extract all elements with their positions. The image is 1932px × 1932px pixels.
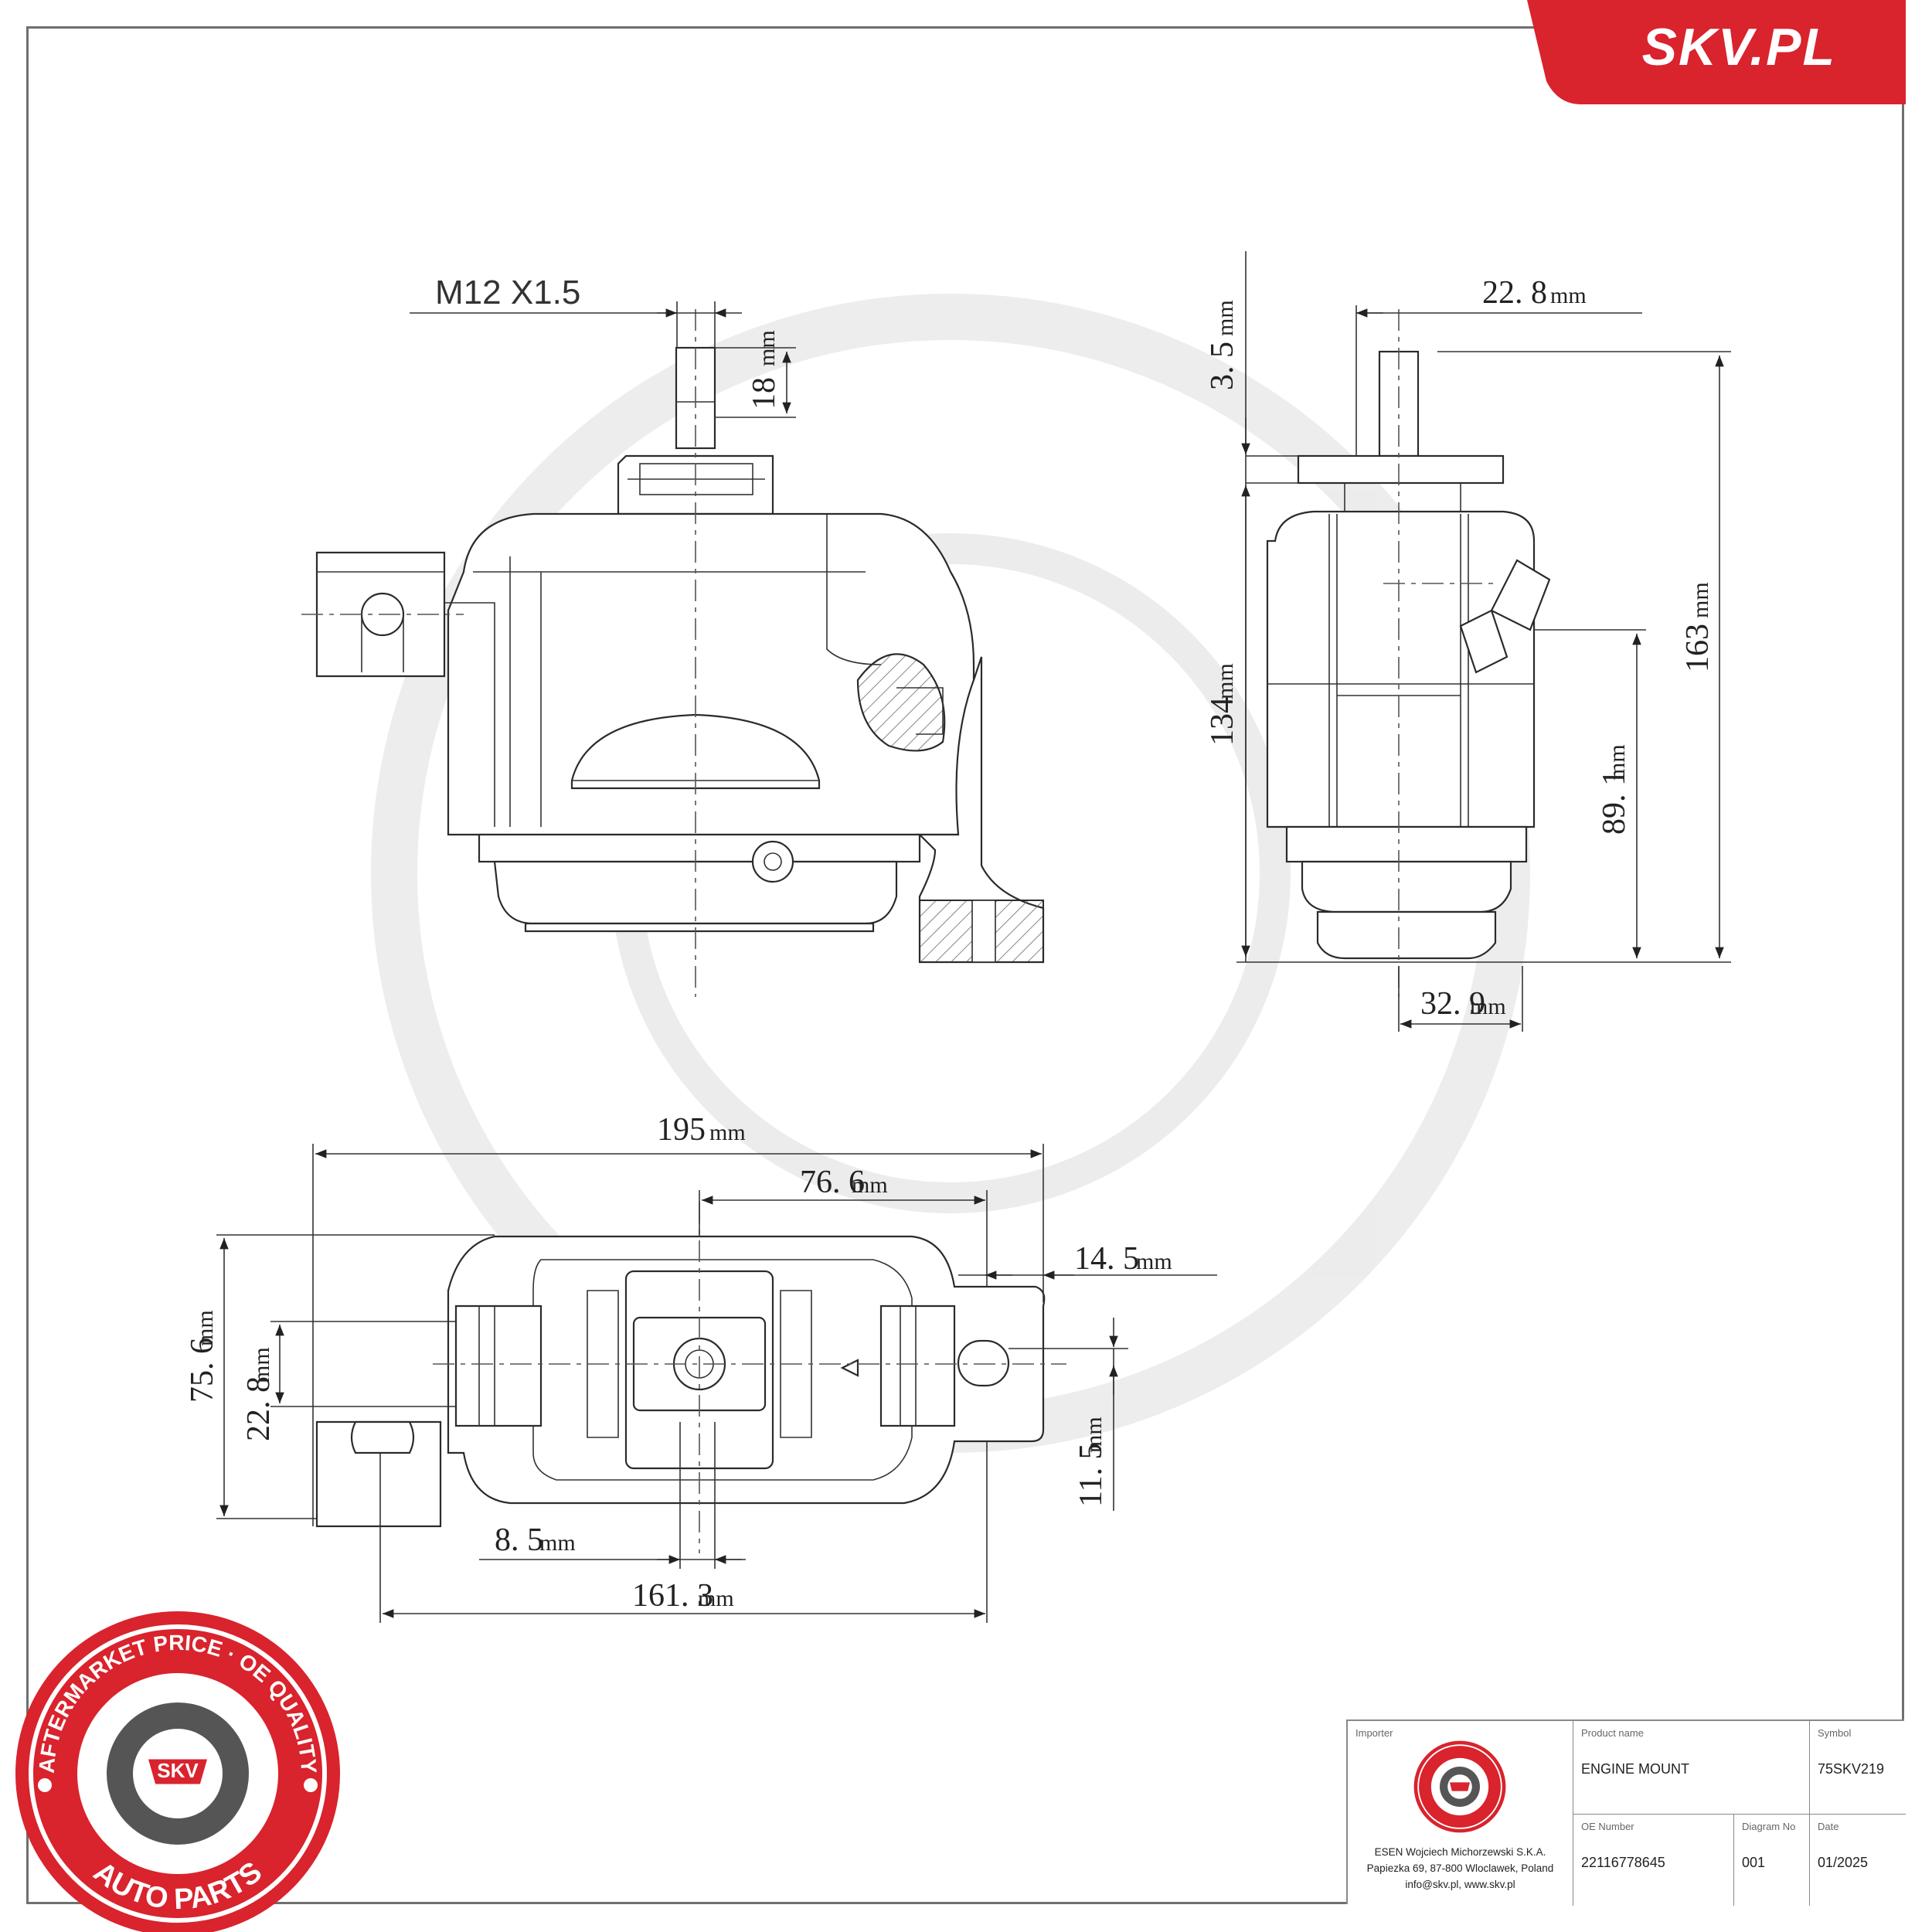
dim-76-6-unit: mm [852, 1172, 888, 1198]
title-block: Importer ESEN Wojciech Michorzewski S.K.… [1346, 1719, 1906, 1906]
dim-163-unit: mm [1688, 582, 1713, 618]
dim-11-5-value: 11. 5 [1073, 1444, 1109, 1507]
diagram-cell: Diagram No 001 [1733, 1814, 1809, 1906]
side-view [1266, 309, 1551, 997]
dim-22-8-top-unit: mm [1550, 283, 1587, 308]
product-label: Product name [1581, 1727, 1644, 1739]
dim-22-8-side-value: 22. 8 [241, 1376, 277, 1441]
dim-8-5-unit: mm [539, 1530, 576, 1556]
importer-contact: info@skv.pl, www.skv.pl [1405, 1879, 1515, 1890]
dim-161-3-value: 161. 3 [632, 1578, 713, 1614]
side-dimensions: 22. 8 mm 3. 5 mm 134 mm 163 mm 89. 1 mm … [1205, 251, 1731, 1032]
symbol-value: 75SKV219 [1818, 1761, 1885, 1777]
brand-corner: SKV.PL [1527, 0, 1906, 104]
dim-75-6-value: 75. 6 [185, 1338, 220, 1403]
dim-89-1-unit: mm [1604, 744, 1630, 781]
diagram-value: 001 [1742, 1855, 1766, 1870]
top-dimensions: 195 mm 76. 6 mm 14. 5 mm 75. 6 mm 22. 8 … [185, 1112, 1217, 1623]
date-cell: Date 01/2025 [1809, 1814, 1906, 1906]
dim-8-5-value: 8. 5 [495, 1522, 543, 1558]
importer-cell: Importer ESEN Wojciech Michorzewski S.K.… [1348, 1721, 1573, 1906]
dim-161-3-unit: mm [698, 1586, 734, 1611]
oe-value: 22116778645 [1581, 1855, 1665, 1870]
oe-label: OE Number [1581, 1821, 1634, 1832]
dim-134-value: 134 [1205, 697, 1240, 746]
diagram-label: Diagram No [1742, 1821, 1796, 1832]
dim-14-5-value: 14. 5 [1074, 1241, 1139, 1277]
importer-seal-icon [1413, 1740, 1506, 1833]
dim-76-6-value: 76. 6 [800, 1165, 865, 1200]
dim-163-value: 163 [1680, 624, 1716, 672]
dim-3-5-value: 3. 5 [1205, 342, 1240, 390]
front-dimensions: M12 X1.5 18 mm [410, 274, 796, 418]
dim-14-5-unit: mm [1136, 1249, 1172, 1274]
oe-cell: OE Number 22116778645 [1573, 1814, 1733, 1906]
dim-195-value: 195 [657, 1112, 706, 1148]
date-label: Date [1818, 1821, 1839, 1832]
drawing-frame [26, 26, 1904, 1904]
dim-22-8-side-unit: mm [249, 1347, 274, 1383]
importer-name: ESEN Wojciech Michorzewski S.K.A. [1374, 1846, 1546, 1858]
top-view [315, 1202, 1066, 1553]
dim-75-6-unit: mm [192, 1310, 218, 1346]
seal-center-text: SKV [157, 1759, 199, 1782]
dim-3-5-unit: mm [1213, 300, 1238, 336]
dim-thread-label: M12 X1.5 [435, 274, 580, 311]
dim-89-1-value: 89. 1 [1597, 770, 1632, 835]
dim-32-9-unit: mm [1470, 994, 1506, 1019]
quality-seal: SKV AFTERMARKET PRICE · OE QUALITY AUTO … [15, 1611, 340, 1932]
symbol-label: Symbol [1818, 1727, 1852, 1739]
product-cell: Product name ENGINE MOUNT [1573, 1721, 1809, 1814]
dim-195-unit: mm [709, 1120, 746, 1145]
brand-corner-shape [1527, 0, 1906, 104]
dim-18-unit: mm [754, 330, 780, 366]
symbol-cell: Symbol 75SKV219 [1809, 1721, 1906, 1814]
date-value: 01/2025 [1818, 1855, 1869, 1870]
brand-logo-text: SKV.PL [1641, 18, 1836, 77]
dim-18-value: 18 [747, 377, 782, 410]
dim-22-8-top-value: 22. 8 [1482, 275, 1547, 311]
dim-32-9-value: 32. 9 [1420, 986, 1485, 1022]
dim-11-5-unit: mm [1081, 1417, 1107, 1453]
front-view [301, 309, 1045, 997]
importer-label: Importer [1355, 1727, 1393, 1739]
product-value: ENGINE MOUNT [1581, 1761, 1690, 1777]
importer-address: Papiezka 69, 87-800 Wloclawek, Poland [1366, 1862, 1554, 1874]
dim-134-unit: mm [1213, 663, 1238, 699]
